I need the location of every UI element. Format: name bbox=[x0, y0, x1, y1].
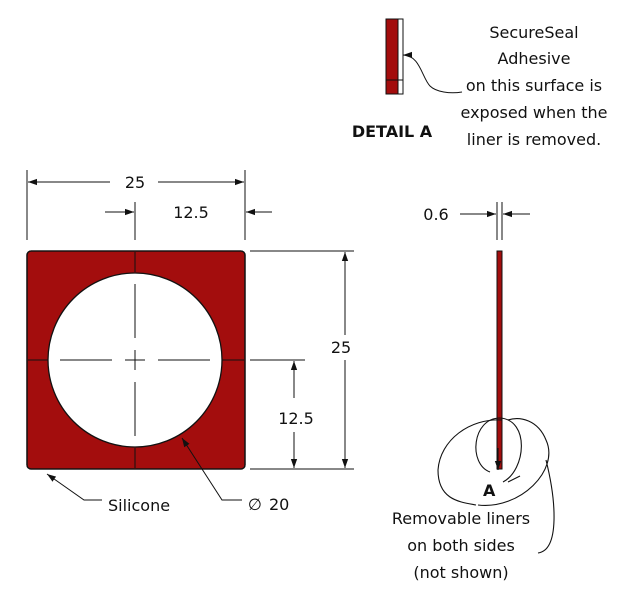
width-value: 25 bbox=[125, 173, 145, 192]
liner-note-line: on both sides bbox=[407, 536, 515, 555]
half-width-dimension bbox=[105, 202, 272, 240]
adhesive-note: SecureSeal Adhesive on this surface is e… bbox=[461, 23, 608, 149]
width-dimension bbox=[26, 170, 246, 240]
thickness-dimension bbox=[460, 202, 530, 240]
detail-a-view bbox=[385, 18, 463, 95]
detail-marker: A bbox=[483, 481, 496, 500]
adhesive-note-line: exposed when the bbox=[461, 103, 608, 122]
center-lines bbox=[28, 252, 305, 468]
height-dimension bbox=[250, 250, 354, 470]
liner-note-line: Removable liners bbox=[392, 509, 530, 528]
thickness-value: 0.6 bbox=[423, 205, 448, 224]
liner-note: Removable liners on both sides (not show… bbox=[392, 509, 530, 582]
half-height-value: 12.5 bbox=[278, 409, 314, 428]
diameter-symbol: ∅ bbox=[248, 495, 262, 514]
gasket-side-profile bbox=[496, 250, 503, 470]
adhesive-note-line: liner is removed. bbox=[467, 130, 601, 149]
adhesive-note-line: Adhesive bbox=[498, 49, 571, 68]
front-view bbox=[26, 250, 305, 470]
diameter-value: 20 bbox=[269, 495, 289, 514]
height-value: 25 bbox=[331, 338, 351, 357]
material-label: Silicone bbox=[108, 496, 170, 515]
adhesive-note-line: SecureSeal bbox=[489, 23, 578, 42]
adhesive-note-line: on this surface is bbox=[466, 76, 602, 95]
diameter-leader bbox=[181, 437, 242, 501]
side-view bbox=[496, 250, 503, 470]
detail-title: DETAIL A bbox=[352, 122, 433, 141]
detail-callout bbox=[437, 417, 555, 554]
silicone-leader bbox=[46, 473, 102, 501]
half-width-value: 12.5 bbox=[173, 203, 209, 222]
liner-note-line: (not shown) bbox=[413, 563, 508, 582]
